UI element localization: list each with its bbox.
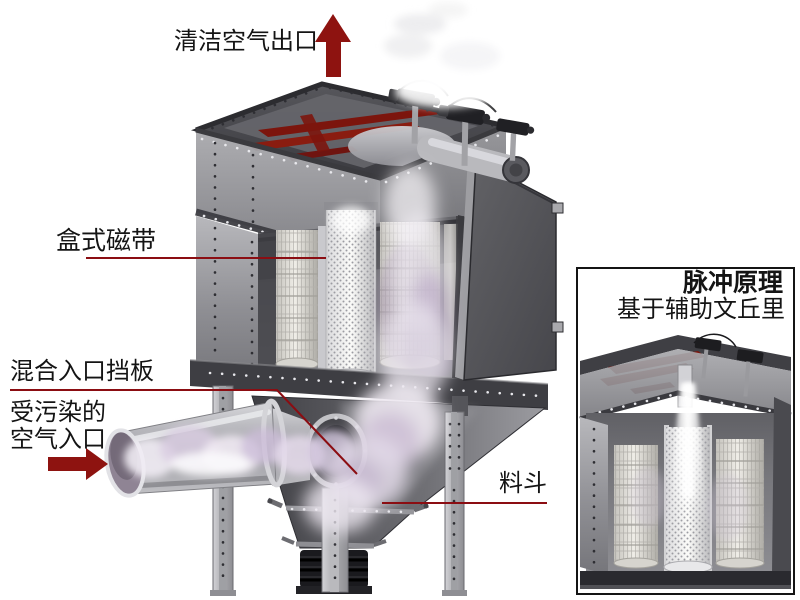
- air-manifold-pipe: [417, 135, 530, 184]
- inset-access-door: [772, 397, 791, 579]
- label-contaminated-air-inlet: 受污染的 空气入口: [10, 400, 106, 454]
- label-contaminated-air-line1: 受污染的: [10, 400, 106, 426]
- housing-left-wall: [196, 216, 258, 384]
- up-arrow-icon: [315, 14, 351, 77]
- door-hinge: [551, 321, 564, 333]
- inset-subtitle: 基于辅助文丘里: [617, 297, 785, 323]
- right-arrow-icon: [48, 448, 108, 480]
- pulse-principle-inset: 脉冲原理 基于辅助文丘里: [576, 267, 795, 595]
- inset-bottom-band: [580, 571, 791, 585]
- inset-pulse-jet: [668, 383, 708, 527]
- inset-pulse-valves: [693, 333, 764, 397]
- access-door: [452, 157, 564, 381]
- label-mixed-inlet-baffle: 混合入口挡板: [10, 359, 154, 385]
- inset-title: 脉冲原理: [682, 270, 783, 297]
- pulse-principle-illustration: [579, 333, 792, 589]
- door-hinge: [551, 202, 564, 214]
- label-cartridge: 盒式磁带: [56, 228, 157, 255]
- label-clean-air-outlet: 清洁空气出口: [174, 29, 318, 55]
- callout-line-baffle: [10, 389, 358, 475]
- dust-smoke: [124, 2, 500, 533]
- support-leg: [442, 396, 468, 596]
- callout-lines: [10, 257, 547, 504]
- label-contaminated-air-line2: 空气入口: [10, 427, 106, 453]
- clean-air-cloud: [384, 2, 500, 108]
- label-hopper: 料斗: [499, 471, 547, 497]
